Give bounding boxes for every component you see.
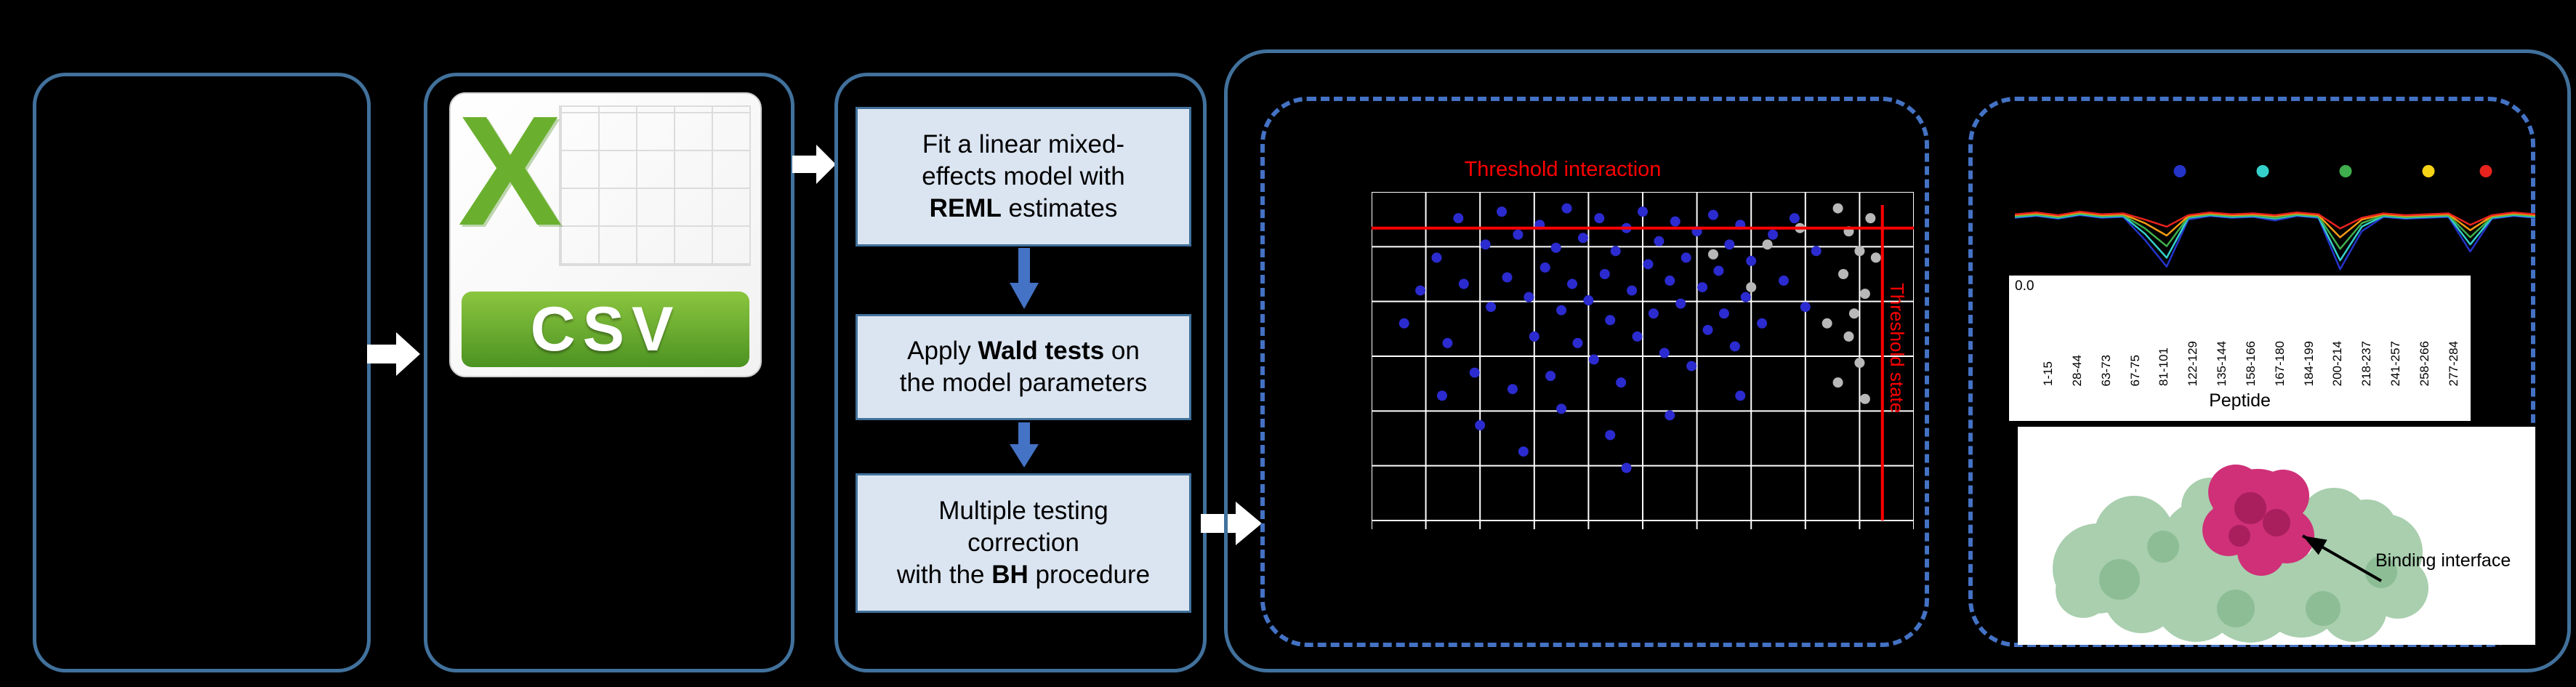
protein-structure-panel: Binding interface xyxy=(2018,427,2535,645)
peptide-tick: 158-166 xyxy=(2243,340,2258,386)
series-legend-dots xyxy=(2015,165,2535,178)
step-bh-correction: Multiple testing correction with the BH … xyxy=(856,473,1191,613)
input-data-box xyxy=(33,73,371,672)
csv-box: X CSV xyxy=(424,73,794,672)
y-axis-tick: 0.0 xyxy=(2015,278,2034,294)
csv-page: X CSV xyxy=(449,83,762,377)
step-wald-tests-text: Apply Wald tests on the model parameters xyxy=(899,337,1148,397)
csv-file-icon: X CSV xyxy=(449,83,762,377)
results-box: Threshold interaction Threshold state 0.… xyxy=(1224,49,2571,672)
series-dot xyxy=(2173,165,2186,177)
peptide-tick: 81-101 xyxy=(2157,347,2171,386)
series-dot xyxy=(2422,165,2434,177)
peptide-tick: 258-266 xyxy=(2417,340,2431,386)
spreadsheet-grid-icon xyxy=(559,105,751,266)
peptide-tick-labels: 1-15 28-44 63-73 67-75 81-101 122-129 135-144 1… xyxy=(2041,280,2461,386)
flow-arrow-3-icon xyxy=(1201,500,1262,550)
peptide-tick: 122-129 xyxy=(2186,340,2200,386)
peptide-tick: 184-199 xyxy=(2301,340,2316,386)
series-dot xyxy=(2479,165,2492,177)
peptide-axis-label: Peptide xyxy=(2209,390,2271,411)
volcano-panel: Threshold interaction Threshold state xyxy=(1260,97,1929,647)
peptide-tick: 277-284 xyxy=(2446,340,2460,386)
step-arrow-1-icon xyxy=(1010,248,1039,313)
peptide-tick: 200-214 xyxy=(2330,340,2345,386)
flow-arrow-2-icon xyxy=(792,142,836,190)
peptide-tick: 1-15 xyxy=(2041,361,2055,386)
step-arrow-2-icon xyxy=(1010,422,1039,471)
peptide-tick: 167-180 xyxy=(2272,340,2287,386)
flow-arrow-1-icon xyxy=(367,331,420,381)
volcano-scatter-plot xyxy=(1372,192,1914,529)
excel-x-icon: X xyxy=(458,83,563,258)
binding-interface-label: Binding interface xyxy=(2375,550,2511,571)
uptake-panel: 0.0 1-15 28-44 63-73 67-75 81-101 122-129 135-… xyxy=(1968,97,2535,647)
deuterium-uptake-chart xyxy=(2015,146,2535,284)
threshold-interaction-label: Threshold interaction xyxy=(1464,158,1662,181)
series-dot xyxy=(2339,165,2352,177)
step-fit-model-text: Fit a linear mixed- effects model with R… xyxy=(922,130,1125,222)
csv-banner-label: CSV xyxy=(461,291,750,368)
uptake-line-series xyxy=(2015,191,2535,280)
series-dot xyxy=(2256,165,2269,177)
step-wald-tests: Apply Wald tests on the model parameters xyxy=(856,314,1191,420)
threshold-state-label: Threshold state xyxy=(1886,283,1908,414)
peptide-axis-panel: 0.0 1-15 28-44 63-73 67-75 81-101 122-129 135-… xyxy=(2009,276,2471,421)
step-bh-correction-text: Multiple testing correction with the BH … xyxy=(896,497,1151,589)
peptide-tick: 28-44 xyxy=(2069,354,2084,386)
step-fit-model: Fit a linear mixed- effects model with R… xyxy=(856,107,1191,246)
peptide-tick: 218-237 xyxy=(2359,340,2374,386)
protein-structure-image xyxy=(2053,465,2428,643)
peptide-tick: 135-144 xyxy=(2215,340,2229,386)
peptide-tick: 67-75 xyxy=(2128,354,2142,386)
statistics-steps-box: Fit a linear mixed- effects model with R… xyxy=(834,73,1207,672)
peptide-tick: 241-257 xyxy=(2388,340,2403,386)
peptide-tick: 63-73 xyxy=(2098,354,2113,386)
